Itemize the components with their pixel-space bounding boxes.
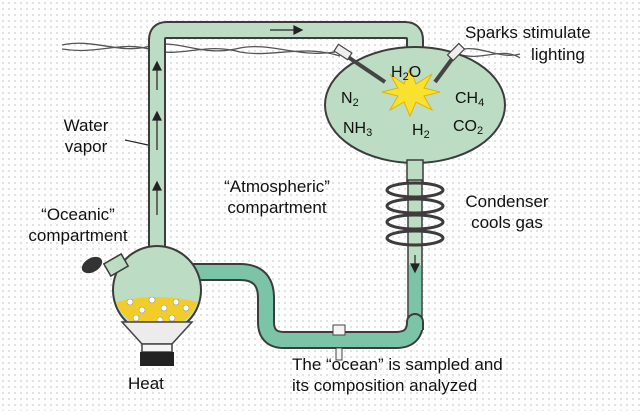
- sampling-stopcock: [332, 324, 346, 361]
- sparks-label-line2: lighting: [531, 45, 585, 64]
- molecule-h2o: H2O: [391, 64, 422, 83]
- spark-burst: [381, 66, 441, 118]
- electrode-right: [433, 42, 466, 84]
- water-vapor-leader: [124, 139, 149, 146]
- molecule-co2: CO2: [453, 118, 484, 137]
- return-tube-outer: [190, 263, 424, 349]
- flow-arrows: [152, 25, 420, 274]
- flask-neck: [406, 159, 424, 183]
- electrode-left: [333, 43, 387, 84]
- water-vapor-label-line1: Water: [63, 116, 109, 135]
- molecule-nh3: NH3: [343, 120, 373, 139]
- condensed-water: [409, 265, 421, 327]
- condenser-label-line1: Condenser: [465, 192, 549, 211]
- bubbles: [126, 296, 190, 324]
- oceanic-label-line2: compartment: [28, 226, 128, 245]
- sampled-label-line1: The “ocean” is sampled and: [292, 355, 503, 374]
- heater-funnel: [120, 321, 194, 345]
- atmospheric-label-line2: compartment: [227, 198, 327, 217]
- heat-label: Heat: [128, 374, 164, 393]
- atmospheric-label-line1: “Atmospheric”: [224, 177, 330, 196]
- condenser-coil: [385, 181, 445, 247]
- heater-base: [141, 343, 173, 353]
- electrode-wire-right: [457, 48, 521, 59]
- molecule-n2: N2: [341, 90, 359, 109]
- molecule-h2: H2: [412, 122, 430, 141]
- oceanic-label-line1: “Oceanic”: [41, 205, 115, 224]
- condenser-label-line2: cools gas: [471, 213, 543, 232]
- sampled-label-line2: its composition analyzed: [292, 376, 478, 395]
- sparks-label-line1: Sparks stimulate: [465, 23, 591, 42]
- return-tube-inner: [190, 265, 422, 347]
- heater-block: [140, 352, 174, 366]
- molecule-ch4: CH4: [455, 90, 485, 109]
- electrode-wire-left: [61, 42, 341, 57]
- water-vapor-label-line2: vapor: [64, 137, 108, 156]
- side-neck: [102, 252, 130, 278]
- stopper: [81, 256, 103, 274]
